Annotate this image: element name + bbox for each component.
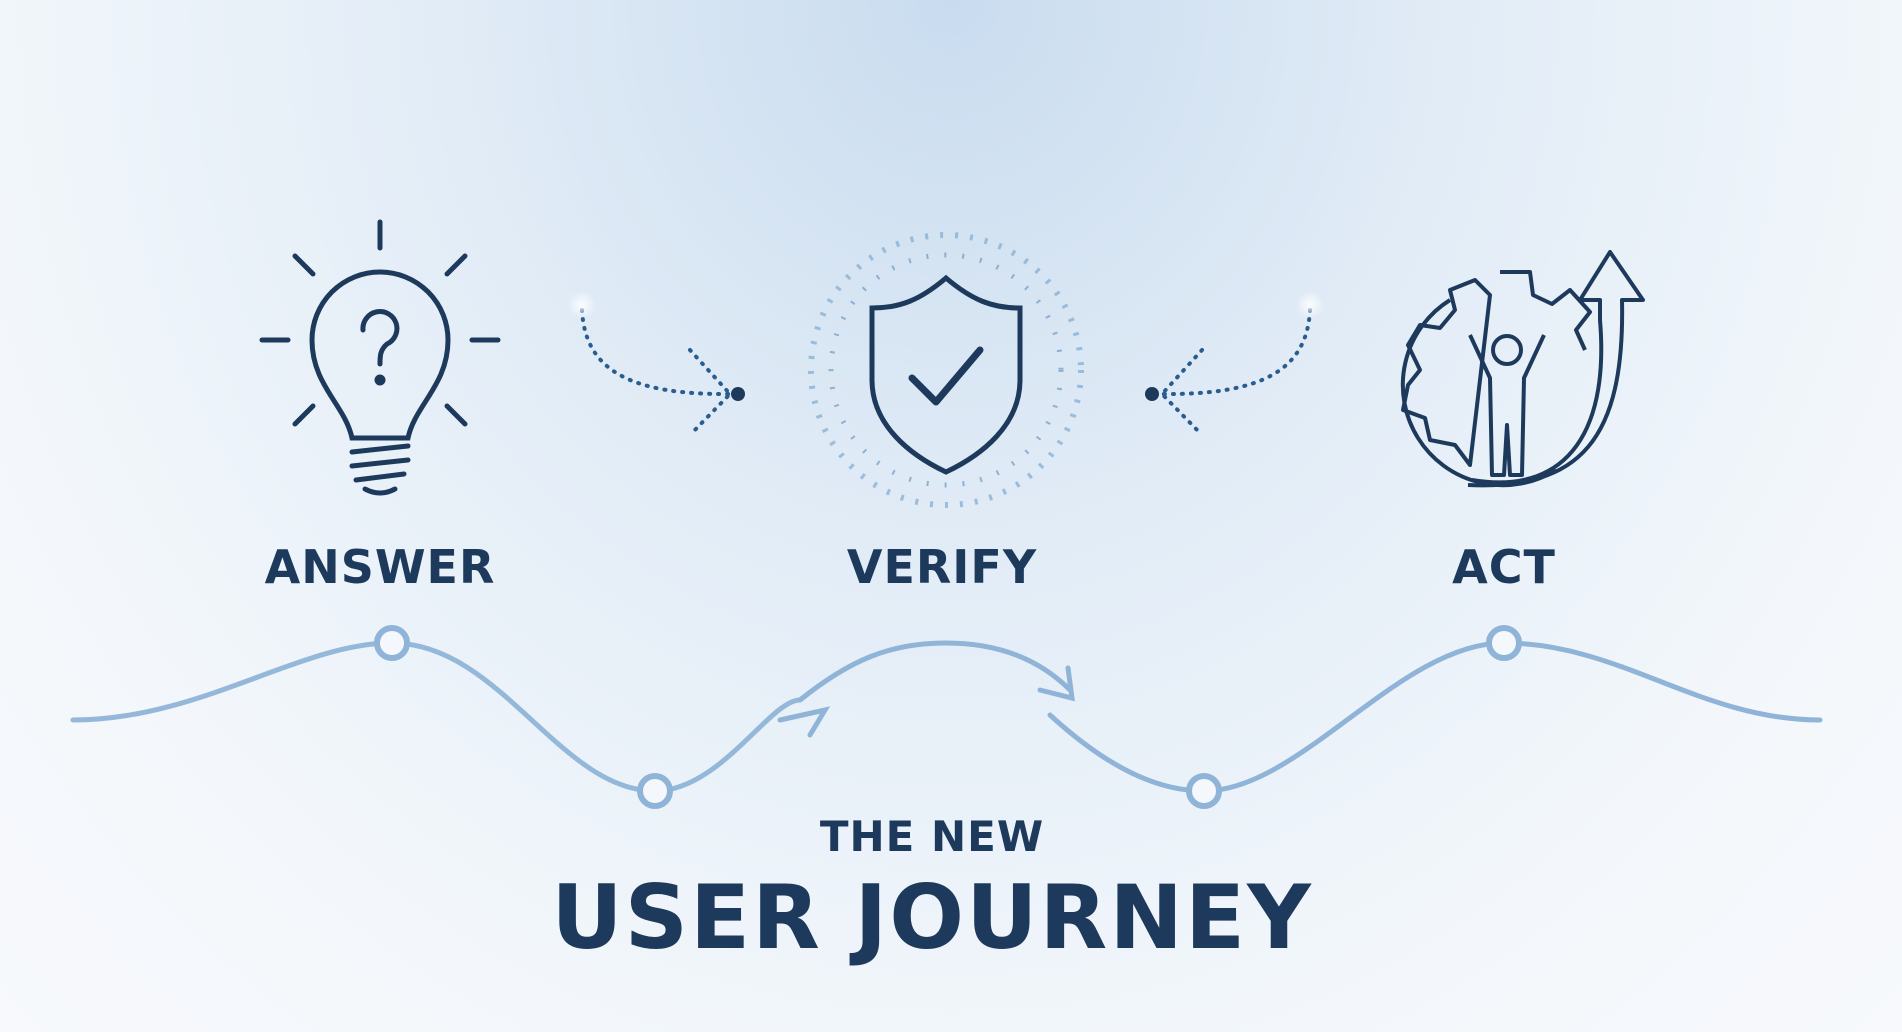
gear-person-arrow-icon [1400,250,1645,488]
step-label-answer: ANSWER [264,540,496,594]
arrow-right-dotted-icon [580,308,733,437]
journey-node [374,625,1522,809]
lightbulb-question-icon [259,219,501,496]
step-label-verify: VERIFY [846,540,1038,594]
title-line1: THE NEW [819,812,1045,861]
title-line2: USER JOURNEY [551,866,1313,969]
step-label-act: ACT [1452,540,1556,594]
shield-check-icon [808,232,1084,508]
journey-wave-path [70,640,1823,794]
arrow-left-dotted-icon [1159,308,1312,437]
